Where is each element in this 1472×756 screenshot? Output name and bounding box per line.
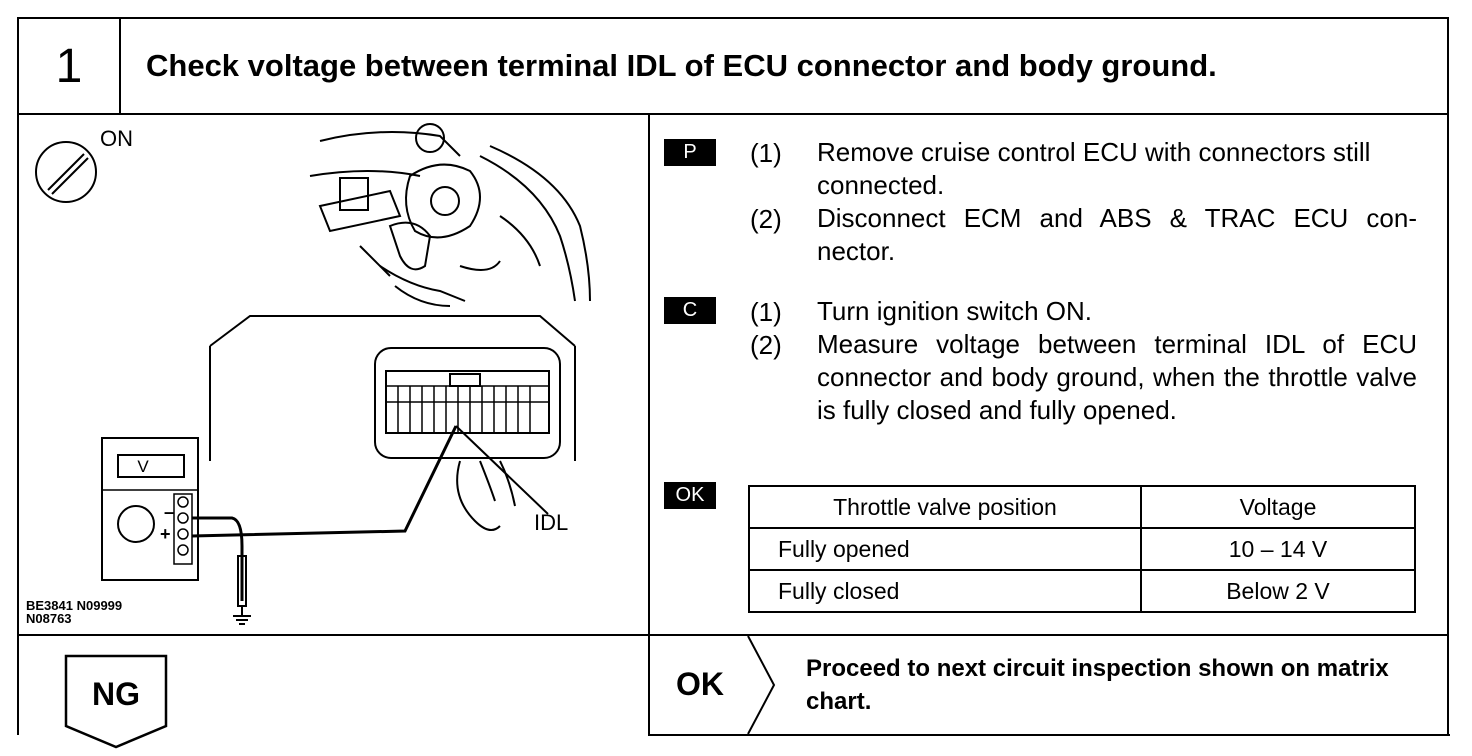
svg-text:–: – [164,502,174,522]
ok-arrow-divider [747,636,776,734]
engine-hand-sketch [309,123,591,307]
table-row: Fully opened 10 – 14 V [748,527,1416,571]
ecu-connector [209,315,576,461]
column-divider [648,113,650,735]
ok-label: OK [676,666,724,702]
body-divider [17,634,1449,636]
check-step-1-num: (1) [750,297,782,327]
step-number: 1 [55,39,83,93]
ignition-switch-icon [35,141,97,203]
wiring-illustration: ON [35,123,591,625]
ng-result-box [64,654,168,749]
figure-code-2: N08763 [26,611,72,626]
ok-bottom-line [648,734,1450,736]
voltmeter: – + [101,437,199,581]
spec-row-2-voltage: Below 2 V [1140,569,1416,613]
header-num-divider [119,17,121,114]
spec-table: Throttle valve position Voltage Fully op… [748,485,1416,613]
spec-ok-tag: OK [664,482,716,509]
check-step-2-text: Measure voltage between terminal IDL of … [817,329,1417,425]
ignition-on-label: ON [100,126,133,151]
table-row: Fully closed Below 2 V [748,569,1416,613]
frame-border [17,17,1449,735]
header-divider [17,113,1449,115]
prep-tag: P [664,139,716,166]
prep-step-1-num: (1) [750,138,782,168]
idl-terminal-label: IDL [534,510,568,535]
spec-row-1-position: Fully opened [748,527,1142,571]
prep-step-1-text: Remove cruise control ECU with connector… [817,137,1371,200]
check-tag: C [664,297,716,324]
prep-step-2-num: (2) [750,204,782,234]
wire-harness [456,460,516,531]
check-step-1-text: Turn ignition switch ON. [817,296,1093,326]
figure-code-1: BE3841 N09999 [26,598,123,613]
ok-proceed-text: Proceed to next circuit inspection shown… [806,655,1389,715]
voltmeter-display-label: V [137,457,149,476]
spec-row-2-position: Fully closed [748,569,1142,613]
spec-row-1-voltage: 10 – 14 V [1140,527,1416,571]
spec-header-voltage: Voltage [1140,485,1416,529]
spec-header-row: Throttle valve position Voltage [748,485,1416,529]
idl-leader-line [455,425,549,515]
check-step-2-num: (2) [750,330,782,360]
spec-header-position: Throttle valve position [748,485,1142,529]
page-title: Check voltage between terminal IDL of EC… [146,48,1217,83]
probe-lead [191,425,458,601]
svg-text:+: + [160,524,171,544]
ng-label: NG [92,676,140,712]
ground-icon [233,555,251,625]
prep-step-2-text: Disconnect ECM and ABS & TRAC ECU con-ne… [817,203,1417,266]
